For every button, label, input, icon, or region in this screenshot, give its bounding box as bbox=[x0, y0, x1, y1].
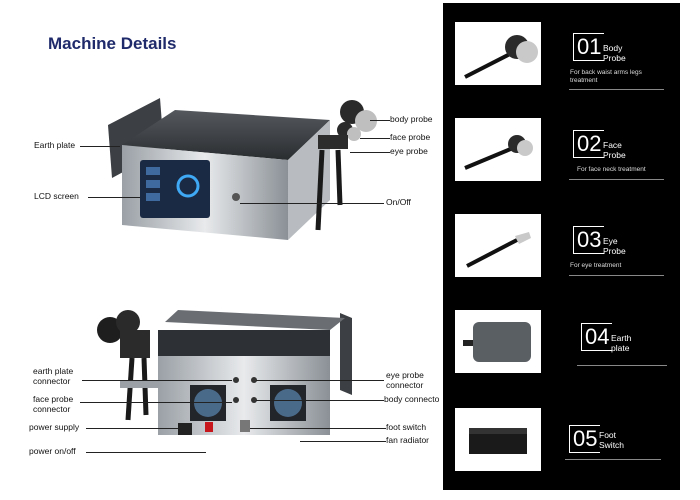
back-earth-plate bbox=[340, 313, 352, 395]
label-face-probe: face probe bbox=[390, 132, 431, 142]
label-foot-switch: foot switch bbox=[386, 422, 427, 432]
machine-illustration bbox=[97, 98, 377, 435]
power-socket bbox=[178, 423, 192, 435]
part-desc-03: For eye treatment bbox=[570, 262, 622, 269]
part-name-01: Body Probe bbox=[603, 43, 626, 63]
part-number-05: 05 bbox=[569, 425, 601, 453]
label-eye-probe-connector: eye probe connector bbox=[386, 370, 424, 390]
label-earth-plate: Earth plate bbox=[34, 140, 76, 150]
front-machine-top bbox=[122, 110, 330, 160]
label-eye-probe: eye probe bbox=[390, 146, 428, 156]
face-probe-card bbox=[455, 118, 541, 181]
part-number-03: 03 bbox=[573, 226, 605, 254]
label-body-probe: body probe bbox=[390, 114, 433, 124]
probe-handles bbox=[318, 135, 348, 149]
page-title: Machine Details bbox=[48, 34, 177, 53]
body-probe-card bbox=[455, 22, 541, 85]
label-lcd-screen: LCD screen bbox=[34, 191, 79, 201]
back-machine-top bbox=[165, 310, 345, 330]
label-earth-plate-connector: earth plate connector bbox=[33, 366, 74, 386]
part-name-05: Foot Switch bbox=[599, 430, 625, 450]
part-desc-01: For back waist arms legs treatment bbox=[570, 69, 642, 84]
back-base bbox=[120, 380, 158, 388]
eye-probe-card bbox=[455, 214, 541, 277]
foot-switch-card bbox=[455, 408, 541, 471]
part-desc-02: For face neck treatment bbox=[577, 166, 646, 173]
part-name-04: Earth plate bbox=[611, 333, 632, 353]
label-power-supply: power supply bbox=[29, 422, 80, 432]
foot-switch-port bbox=[240, 420, 250, 432]
label-body-connector: body connecto bbox=[384, 394, 440, 404]
part-name-02: Face Probe bbox=[603, 140, 626, 160]
label-power-on-off: power on/off bbox=[29, 446, 76, 456]
parts-panel: 01 Body Probe For back waist arms legs t… bbox=[443, 3, 680, 490]
part-number-04: 04 bbox=[581, 323, 613, 351]
on-off-knob bbox=[232, 193, 240, 201]
part-number-02: 02 bbox=[573, 130, 605, 158]
part-number-01: 01 bbox=[573, 33, 605, 61]
power-switch bbox=[205, 422, 213, 432]
part-name-03: Eye Probe bbox=[603, 236, 626, 256]
earth-plate-card bbox=[455, 310, 541, 373]
label-fan-radiator: fan radiator bbox=[386, 435, 429, 445]
label-on-off: On/Off bbox=[386, 197, 411, 207]
label-face-probe-connector: face probe connector bbox=[33, 394, 74, 414]
lcd-dial bbox=[176, 174, 200, 198]
